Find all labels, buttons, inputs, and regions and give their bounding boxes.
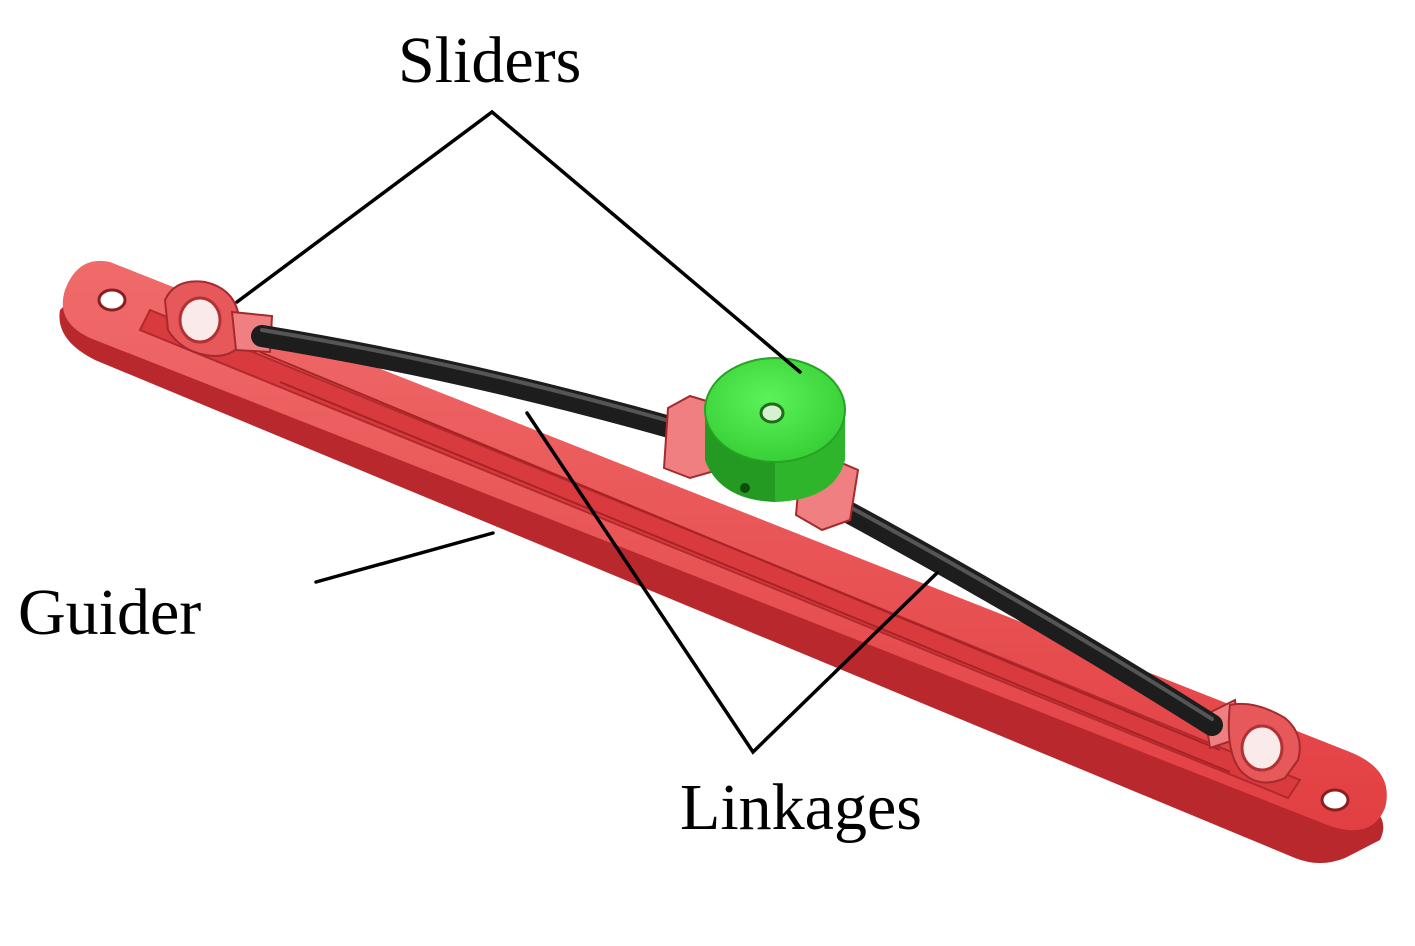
right-slider <box>1203 698 1301 784</box>
right-end-hole <box>1320 788 1350 812</box>
sliders-leader <box>235 109 802 374</box>
left-slider <box>163 280 274 357</box>
guider-label: Guider <box>18 576 201 649</box>
groove-line <box>259 351 1221 751</box>
linkage-left <box>251 325 691 441</box>
sliders-label: Sliders <box>398 24 581 97</box>
linkage-right <box>824 494 1223 736</box>
center-slider <box>662 357 860 532</box>
left-end-hole <box>97 288 127 312</box>
linkages-leader <box>525 411 939 755</box>
linkage-right-highlight <box>833 497 1214 721</box>
guider-leader <box>314 531 495 584</box>
linkages-label: Linkages <box>680 771 922 844</box>
linkage-left-highlight <box>260 328 682 426</box>
guider-bar <box>59 260 1387 863</box>
leader-lines <box>235 109 939 755</box>
groove-line <box>279 381 1231 773</box>
